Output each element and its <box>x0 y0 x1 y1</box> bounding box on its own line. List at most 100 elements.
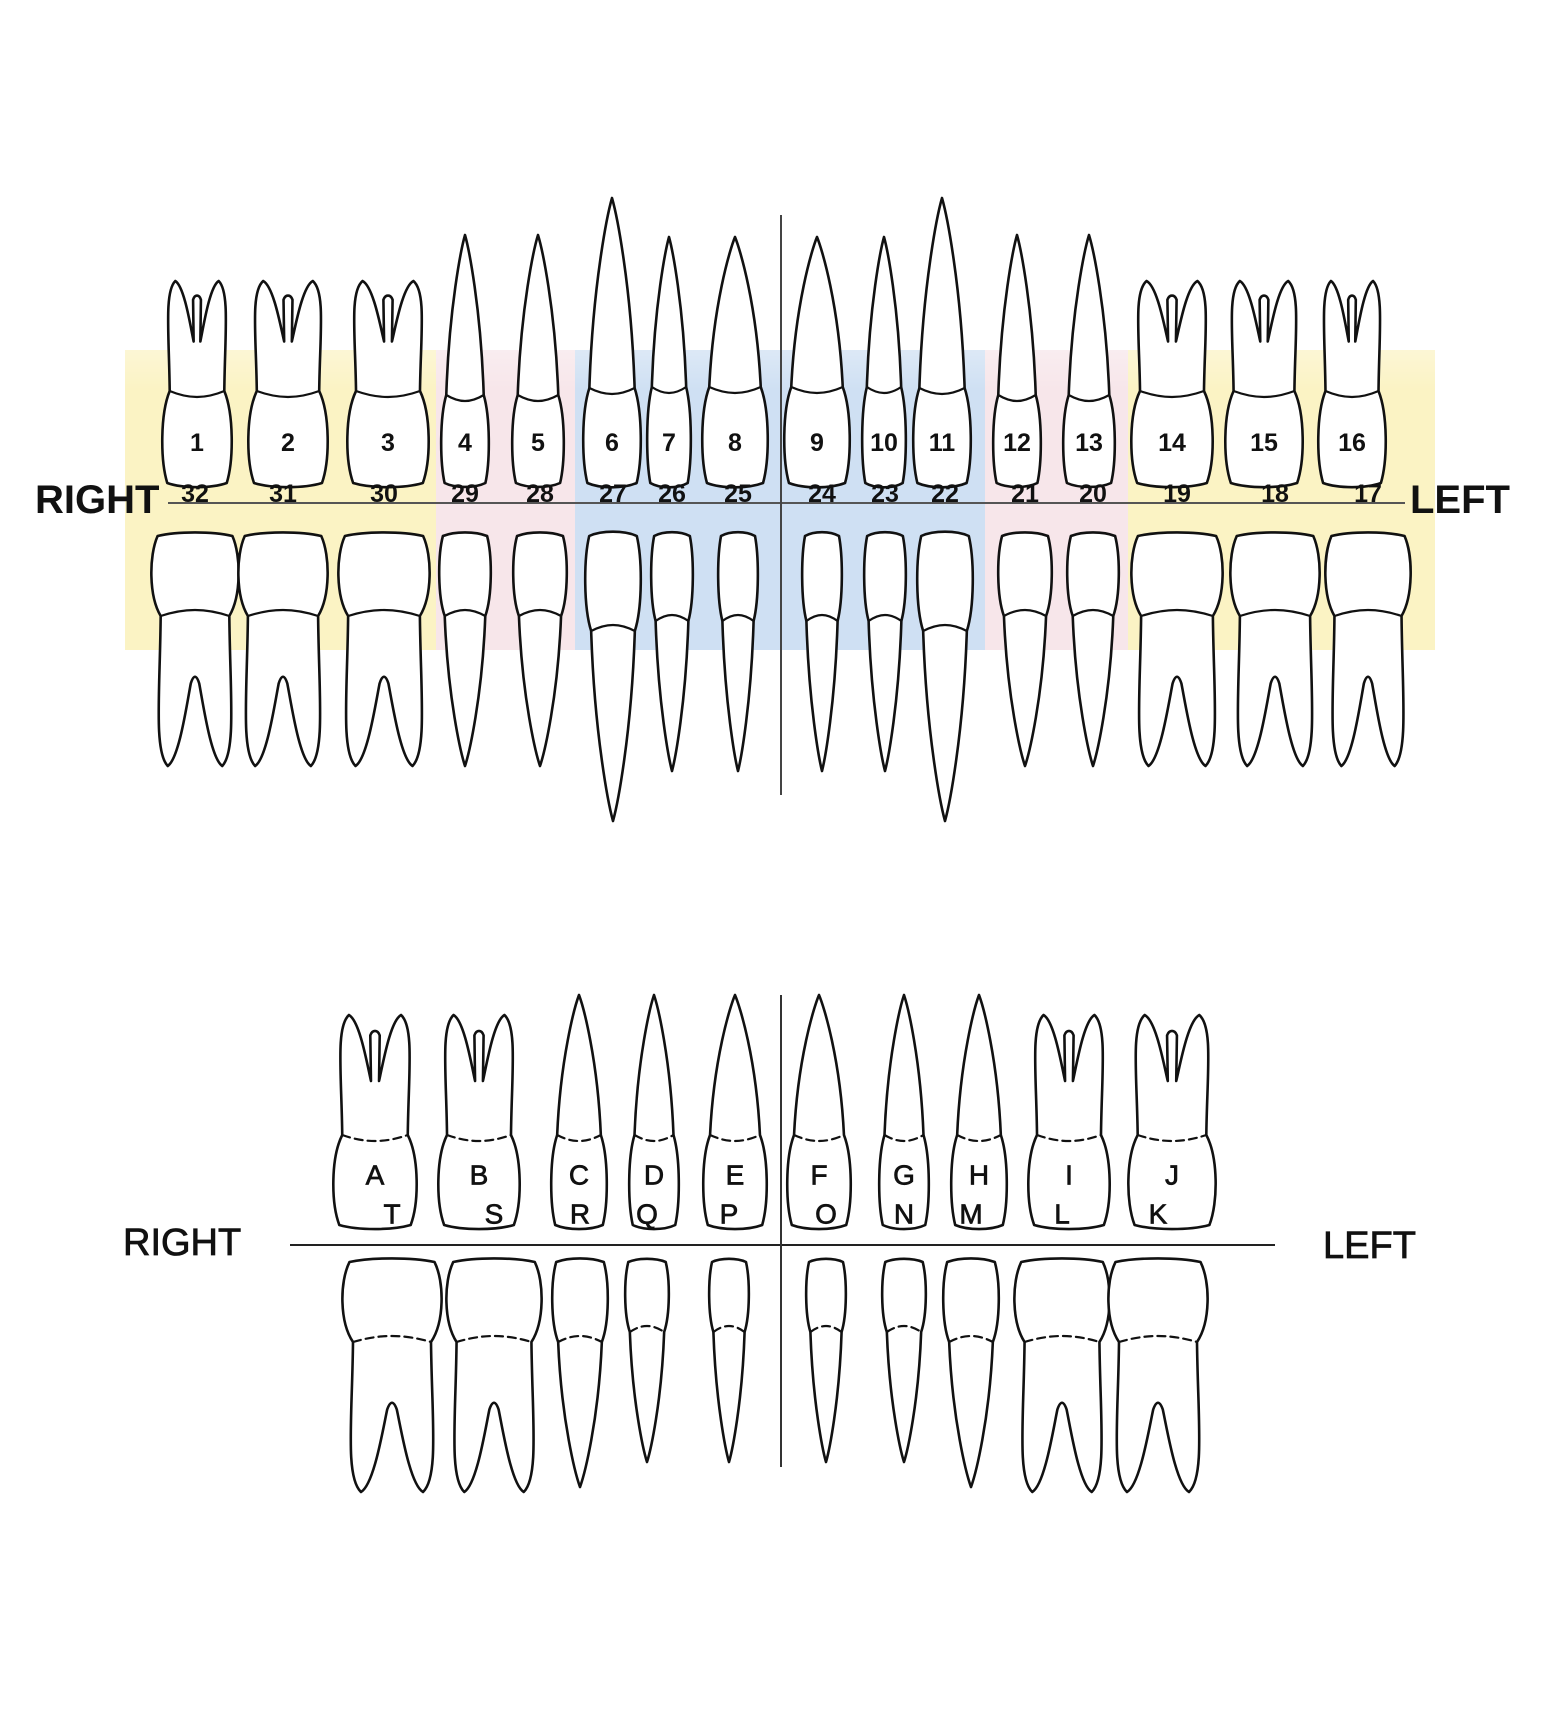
primary-upper-tooth-C: C <box>549 993 609 1231</box>
tooth-outline <box>707 1257 751 1464</box>
primary-upper-tooth-J: J <box>1127 1013 1217 1231</box>
crown-junction-line <box>885 1324 923 1334</box>
crown-junction-line <box>1136 1133 1208 1143</box>
crown-junction-line <box>246 608 320 618</box>
primary-upper-tooth-F: F <box>785 993 853 1231</box>
permanent-upper-tooth-11: 11 <box>911 196 973 489</box>
tooth-label-9: 9 <box>810 429 824 457</box>
tooth-outline <box>437 1013 521 1231</box>
crown-junction-line <box>351 1334 433 1344</box>
tooth-outline <box>1065 531 1121 768</box>
tooth-label-I: I <box>1065 1160 1073 1191</box>
crown-junction-line <box>633 1133 675 1143</box>
tooth-label-B: B <box>470 1160 489 1191</box>
crown-junction-line <box>1333 608 1403 618</box>
tooth-outline <box>445 1257 543 1494</box>
tooth-outline <box>337 531 431 768</box>
tooth-label-11: 11 <box>929 429 956 457</box>
crown-junction-line <box>1071 608 1115 618</box>
crown-junction-line <box>556 1133 602 1143</box>
tooth-outline <box>949 993 1009 1231</box>
crown-junction-line <box>628 1324 666 1334</box>
permanent-upper-tooth-8: 8 <box>700 235 770 489</box>
crown-junction-line <box>883 1133 925 1143</box>
primary-lower-tooth-R: R <box>550 1198 610 1489</box>
tooth-label-E: E <box>726 1160 745 1191</box>
tooth-outline <box>346 279 430 489</box>
crown-junction-line <box>1140 608 1214 618</box>
tooth-outline <box>860 235 908 489</box>
crown-junction-line <box>956 1133 1002 1143</box>
crown-junction-line <box>168 389 226 399</box>
tooth-label-1: 1 <box>190 429 204 457</box>
primary-lower-tooth-M: M <box>941 1198 1001 1489</box>
crown-junction-line <box>865 385 903 395</box>
primary-lower-tooth-N: N <box>880 1198 928 1464</box>
crown-junction-line <box>1002 608 1048 618</box>
tooth-label-O: O <box>815 1199 837 1230</box>
crown-junction-line <box>997 393 1037 403</box>
tooth-outline <box>649 530 695 773</box>
permanent-upper-tooth-9: 9 <box>782 235 852 489</box>
tooth-outline <box>1061 233 1117 489</box>
tooth-label-R: R <box>570 1199 590 1230</box>
tooth-label-16: 16 <box>1338 429 1366 457</box>
tooth-label-J: J <box>1165 1160 1179 1191</box>
crown-junction-line <box>918 386 966 396</box>
tooth-label-N: N <box>894 1199 914 1230</box>
crown-junction-line <box>721 613 755 623</box>
permanent-upper-tooth-6: 6 <box>581 196 643 489</box>
tooth-label-8: 8 <box>728 429 742 457</box>
tooth-label-2: 2 <box>281 429 295 457</box>
tooth-outline <box>782 235 852 489</box>
tooth-label-T: T <box>383 1199 400 1230</box>
crown-junction-line <box>922 623 968 633</box>
crown-junction-line <box>590 623 636 633</box>
tooth-label-P: P <box>720 1199 739 1230</box>
crown-junction-line <box>1238 608 1312 618</box>
crown-junction-line <box>792 1133 846 1143</box>
tooth-outline <box>716 530 760 773</box>
tooth-label-5: 5 <box>531 429 545 457</box>
permanent-upper-tooth-14: 14 <box>1130 279 1214 489</box>
crown-junction-line <box>588 386 636 396</box>
tooth-outline <box>237 531 329 768</box>
primary-lower-tooth-Q: Q <box>623 1198 671 1464</box>
primary-lower-tooth-O: O <box>804 1198 848 1464</box>
permanent-upper-tooth-2: 2 <box>247 279 329 489</box>
tooth-label-M: M <box>959 1199 982 1230</box>
tooth-outline <box>549 993 609 1231</box>
tooth-outline <box>510 233 566 489</box>
permanent-lower-tooth-30: 30 <box>337 480 431 768</box>
tooth-outline <box>1107 1257 1209 1494</box>
tooth-outline <box>1316 279 1388 489</box>
tooth-outline <box>645 235 693 489</box>
tooth-outline <box>161 279 233 489</box>
crown-junction-line <box>455 1334 533 1344</box>
tooth-label-D: D <box>644 1160 664 1191</box>
primary-lower-tooth-T: T <box>341 1198 443 1494</box>
tooth-outline <box>550 1257 610 1489</box>
primary-left-label: LEFT <box>1323 1225 1417 1268</box>
permanent-upper-tooth-13: 13 <box>1061 233 1117 489</box>
primary-upper-tooth-A: A <box>332 1013 418 1231</box>
tooth-label-14: 14 <box>1158 429 1186 457</box>
permanent-upper-tooth-16: 16 <box>1316 279 1388 489</box>
permanent-upper-tooth-1: 1 <box>161 279 233 489</box>
crown-junction-line <box>1023 1334 1101 1344</box>
tooth-outline <box>1127 1013 1217 1231</box>
tooth-label-C: C <box>569 1160 589 1191</box>
permanent-upper-tooth-15: 15 <box>1224 279 1304 489</box>
tooth-outline <box>437 531 493 768</box>
crown-junction-line <box>1232 389 1296 399</box>
crown-junction-line <box>805 613 839 623</box>
tooth-outline <box>1013 1257 1111 1494</box>
crown-junction-line <box>650 385 688 395</box>
crown-junction-line <box>708 1133 762 1143</box>
primary-right-label: RIGHT <box>123 1222 242 1265</box>
